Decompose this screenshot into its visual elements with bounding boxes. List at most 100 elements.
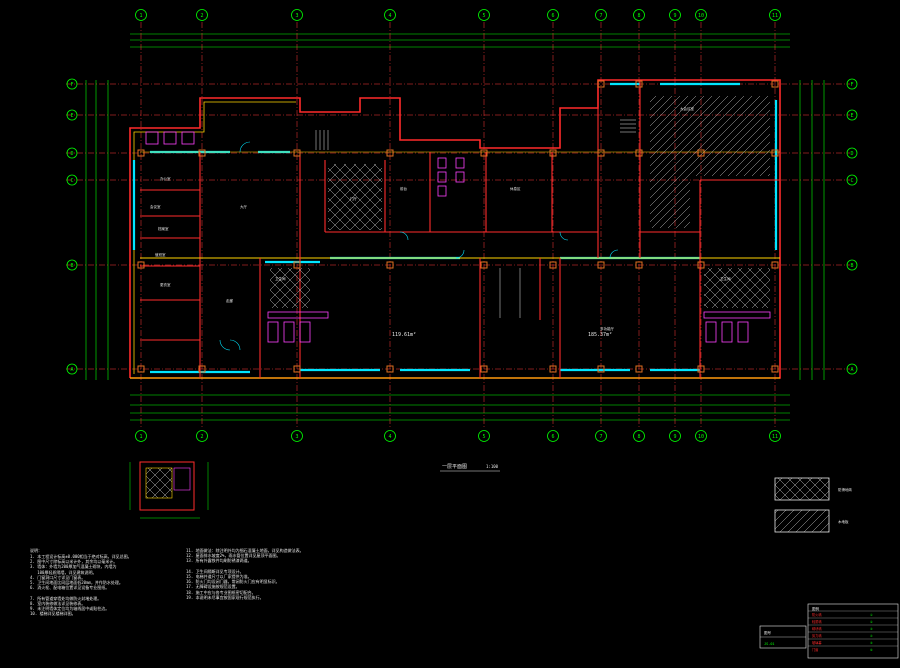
axis-bubble-C-right	[846, 174, 858, 186]
column	[480, 261, 488, 269]
column	[549, 149, 557, 157]
notes-heading: 说明：	[30, 548, 42, 553]
axis-label-7: 7	[599, 434, 602, 440]
axis-bubble-6-top	[547, 9, 559, 21]
axis-label-F: F	[850, 82, 853, 88]
hatched-floor-areas	[270, 96, 770, 308]
column	[293, 365, 301, 373]
svg-text:多功能厅: 多功能厅	[600, 326, 614, 331]
axis-label-1: 1	[139, 434, 142, 440]
legend-diag-hatch-label: 木地板	[838, 519, 849, 524]
axis-label-4: 4	[388, 13, 391, 19]
axis-bubble-8-bottom	[633, 430, 645, 442]
axis-label-3: 3	[295, 13, 298, 19]
axis-label-F: F	[70, 82, 73, 88]
svg-text:卫生间: 卫生间	[275, 276, 286, 281]
column	[480, 365, 488, 373]
svg-text:卫生间: 卫生间	[720, 276, 731, 281]
detail-inset	[129, 461, 209, 519]
area-label-1: 119.61m²	[392, 332, 416, 338]
axis-bubble-10-top	[695, 9, 707, 21]
svg-text:大厅: 大厅	[240, 204, 247, 209]
symbols-row-code: ③	[870, 627, 873, 631]
column	[635, 149, 643, 157]
column	[697, 365, 705, 373]
column	[697, 261, 705, 269]
area-labels: 119.61m² 185.37m² 走廊	[226, 298, 612, 338]
column	[386, 365, 394, 373]
symbols-row-code: ①	[870, 613, 873, 617]
axis-bubble-E-left	[66, 109, 78, 121]
axis-bubble-B-left	[66, 259, 78, 271]
axis-bubble-E-right	[846, 109, 858, 121]
symbols-row-label: 剪力墙	[812, 633, 822, 638]
symbols-row-label: 砌块墙	[812, 626, 822, 631]
column	[386, 261, 394, 269]
axis-bubble-4-top	[384, 9, 396, 21]
column	[771, 80, 779, 88]
axis-bubble-10-bottom	[695, 430, 707, 442]
column	[549, 261, 557, 269]
axis-label-1: 1	[139, 13, 142, 19]
symbols-row-label: 防火墙	[812, 612, 822, 617]
plan-scale: 1:100	[486, 464, 499, 469]
column	[697, 149, 705, 157]
column	[480, 149, 488, 157]
axis-label-A: A	[70, 367, 73, 373]
axis-bubble-F-left	[66, 78, 78, 90]
column	[597, 80, 605, 88]
structural-columns	[137, 80, 779, 373]
axis-bubble-A-right	[846, 363, 858, 375]
column	[198, 149, 206, 157]
svg-text:更衣室: 更衣室	[160, 282, 171, 287]
bottom-dimension-lines	[130, 394, 790, 421]
axis-label-D: D	[850, 151, 853, 157]
axis-bubble-3-top	[291, 9, 303, 21]
legend-cross-hatch-label: 防滑地砖	[838, 487, 852, 492]
axis-label-6: 6	[551, 13, 554, 19]
symbols-row-label: 轻质墙	[812, 619, 822, 624]
axis-bubble-2-bottom	[196, 430, 208, 442]
hatch-legend: 防滑地砖 木地板	[774, 477, 852, 533]
axis-label-8: 8	[637, 434, 640, 440]
column	[635, 261, 643, 269]
axis-label-5: 5	[482, 434, 485, 440]
stairs	[315, 119, 636, 318]
column	[198, 365, 206, 373]
column	[293, 261, 301, 269]
sanitary-fixtures	[145, 131, 771, 343]
axis-bubble-11-top	[769, 9, 781, 21]
axis-bubble-7-bottom	[595, 430, 607, 442]
axis-bubble-A-left	[66, 363, 78, 375]
axis-bubble-1-bottom	[135, 430, 147, 442]
symbols-row-code: ④	[870, 634, 873, 638]
title-block-label: 图号	[764, 630, 772, 635]
column	[597, 365, 605, 373]
symbols-table-title: 图例	[812, 606, 820, 611]
axis-label-10: 10	[698, 434, 704, 440]
svg-text:前台: 前台	[400, 186, 408, 191]
axis-label-B: B	[850, 263, 853, 269]
column	[771, 365, 779, 373]
axis-label-8: 8	[637, 13, 640, 19]
axis-label-3: 3	[295, 434, 298, 440]
title-block-value: JS-01	[764, 642, 775, 646]
axis-bubble-C-left	[66, 174, 78, 186]
axis-bubble-D-right	[846, 147, 858, 159]
axis-label-6: 6	[551, 434, 554, 440]
axis-label-2: 2	[200, 13, 203, 19]
symbols-row-label: 玻璃幕	[812, 640, 822, 645]
notes-left-column: 1. 本工程设计标高±0.000相当于绝对标高，详见总图。 2. 图中尺寸除标高…	[30, 554, 132, 617]
axis-bubble-11-bottom	[769, 430, 781, 442]
axis-label-A: A	[850, 367, 853, 373]
axis-bubble-3-bottom	[291, 430, 303, 442]
column	[137, 261, 145, 269]
axis-label-C: C	[70, 178, 73, 184]
svg-text:会议室: 会议室	[150, 204, 161, 209]
axis-label-C: C	[850, 178, 853, 184]
axis-label-5: 5	[482, 13, 485, 19]
title-block: 图号 JS-01	[759, 625, 807, 649]
